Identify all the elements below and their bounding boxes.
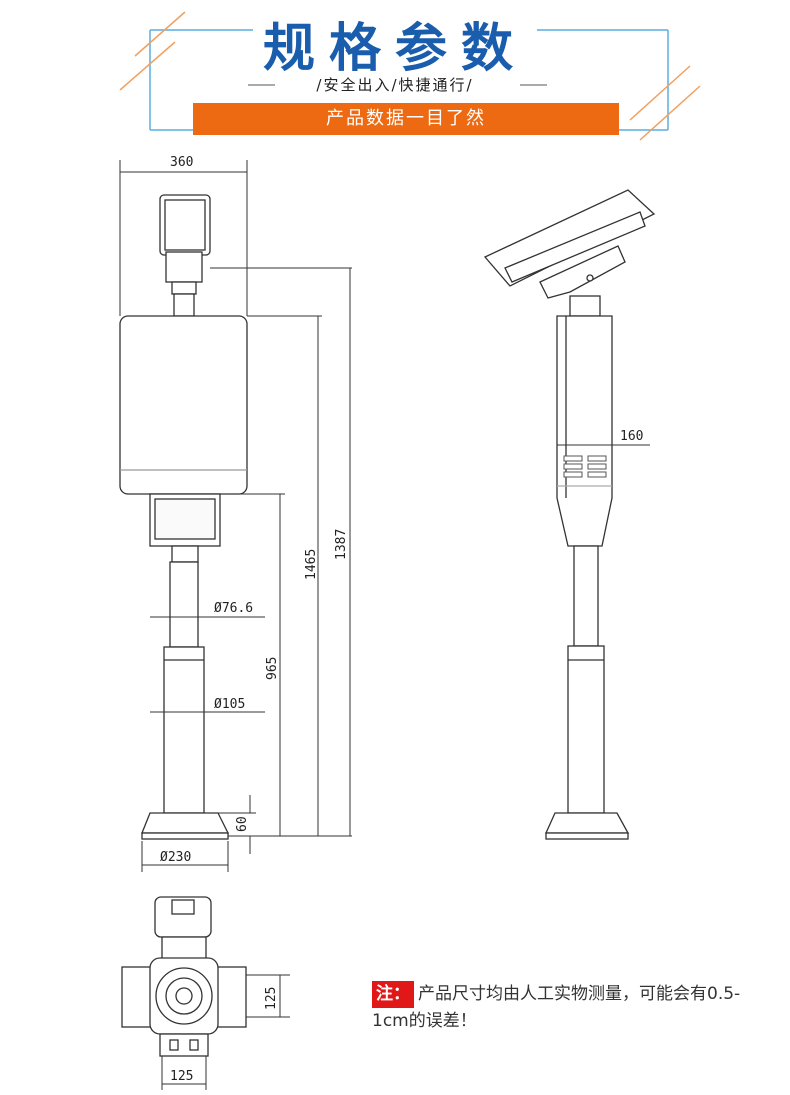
- header-slashes: [119, 11, 701, 141]
- dim-height-body: 965: [265, 657, 280, 680]
- dim-height-camera: 1387: [334, 529, 349, 560]
- top-view: [121, 896, 247, 1057]
- dim-top-height: 125: [264, 987, 279, 1010]
- page-title: 规格参数: [262, 19, 527, 79]
- header-frame: [149, 29, 669, 131]
- dim-pole-upper: Ø76.6: [214, 601, 253, 616]
- measurement-note: 注：产品尺寸均由人工实物测量，可能会有0.5-1cm的误差！: [372, 981, 772, 1035]
- dim-base-height: 60: [235, 816, 250, 832]
- banner: 产品数据一目了然: [193, 103, 619, 135]
- dim-width-top: 360: [170, 155, 193, 170]
- dim-base-dia: Ø230: [160, 850, 191, 865]
- dim-pole-lower: Ø105: [214, 697, 245, 712]
- note-text: 产品尺寸均由人工实物测量，可能会有0.5-1cm的误差！: [372, 984, 741, 1031]
- page-subtitle: /安全出入/快捷通行/: [316, 76, 474, 94]
- top-view-dimension-lines: [161, 974, 290, 1090]
- dim-height-total: 1465: [304, 549, 319, 580]
- note-label: 注：: [372, 981, 414, 1008]
- front-view: [119, 194, 248, 840]
- dim-side-width: 160: [620, 429, 643, 444]
- dim-top-width: 125: [170, 1069, 193, 1084]
- side-view: [483, 189, 656, 840]
- front-dimension-lines: [119, 160, 352, 872]
